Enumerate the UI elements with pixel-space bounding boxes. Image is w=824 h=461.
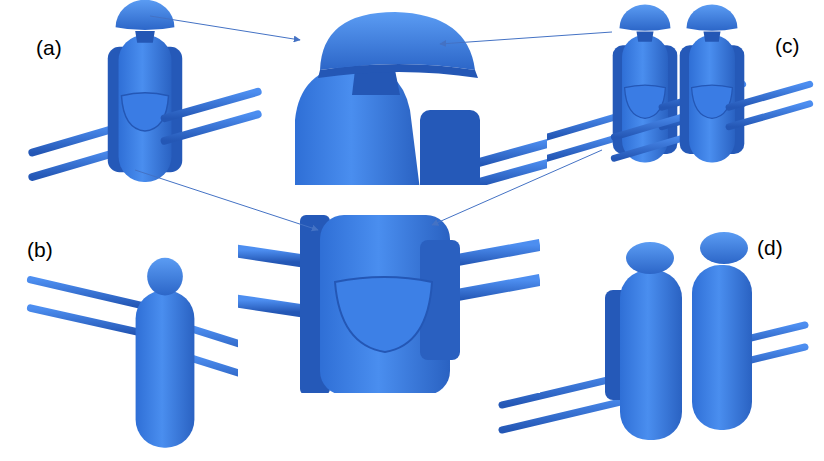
panel-label: (a)	[36, 37, 62, 58]
panel-label: (c)	[775, 35, 800, 56]
panel-label: (d)	[757, 237, 783, 258]
panel-label: (b)	[27, 239, 53, 260]
